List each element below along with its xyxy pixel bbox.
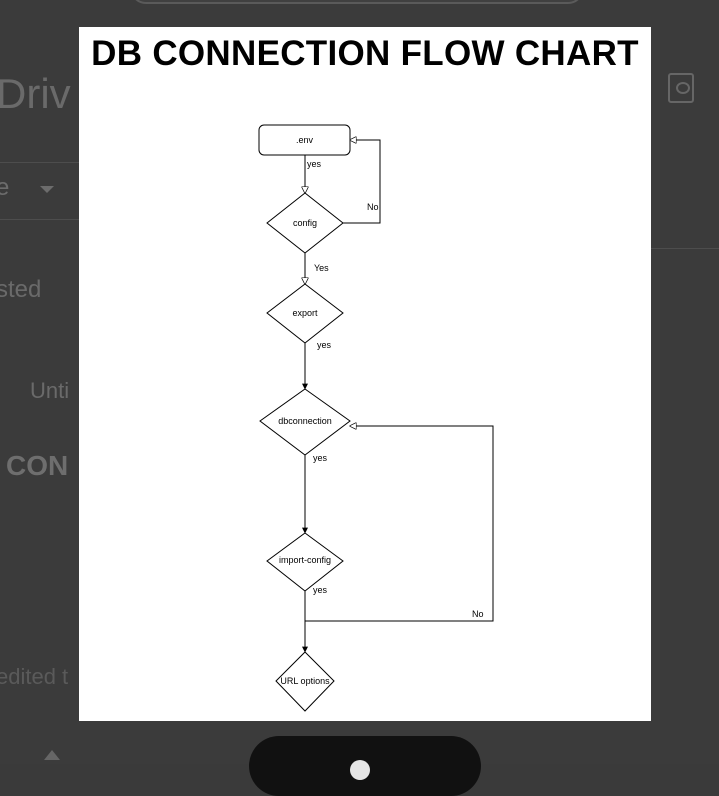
node-url-options-label: URL options: [280, 676, 330, 686]
image-preview: DB CONNECTION FLOW CHART .env yes config…: [79, 27, 651, 721]
app-name: Driv: [0, 70, 71, 117]
divider: [651, 248, 719, 249]
node-url-options: URL options: [275, 651, 335, 712]
node-config: config: [266, 192, 344, 254]
edge-import-no-loop: [305, 426, 494, 622]
chevron-down-icon[interactable]: [40, 186, 54, 193]
node-config-label: config: [293, 218, 317, 228]
zoom-icon[interactable]: [350, 760, 370, 780]
node-env: .env: [258, 124, 351, 156]
new-button-label: e: [0, 174, 10, 201]
node-export-label: export: [292, 308, 318, 318]
suggested-heading: sted: [0, 276, 42, 303]
edge-label-db-yes: yes: [313, 453, 328, 463]
node-import-config-label: import-config: [279, 555, 331, 565]
edited-label: edited t: [0, 664, 69, 689]
edge-label-config-no: No: [367, 202, 379, 212]
node-import-config: import-config: [266, 532, 344, 592]
flowchart-diagram: .env yes config No Yes export yes dbconn…: [258, 124, 494, 712]
upload-icon[interactable]: [44, 750, 60, 760]
edge-label-export-yes: yes: [317, 340, 332, 350]
edge-config-no-loop: [343, 140, 381, 224]
doc-thumbnail-title: CON: [6, 450, 69, 481]
edge-label-config-yes: Yes: [314, 263, 329, 273]
file-name[interactable]: Unti: [30, 378, 70, 403]
edge-label-env-yes: yes: [307, 159, 322, 169]
flowchart-title: DB CONNECTION FLOW CHART: [91, 34, 639, 73]
node-dbconnection: dbconnection: [259, 388, 351, 456]
edge-label-import-yes: yes: [313, 585, 328, 595]
node-env-label: .env: [296, 135, 314, 145]
node-export: export: [266, 283, 344, 344]
image-icon[interactable]: [668, 73, 694, 103]
edge-label-import-no: No: [472, 609, 484, 619]
search-bar[interactable]: [130, 0, 584, 4]
new-button-row[interactable]: [0, 162, 90, 220]
node-dbconnection-label: dbconnection: [278, 416, 332, 426]
